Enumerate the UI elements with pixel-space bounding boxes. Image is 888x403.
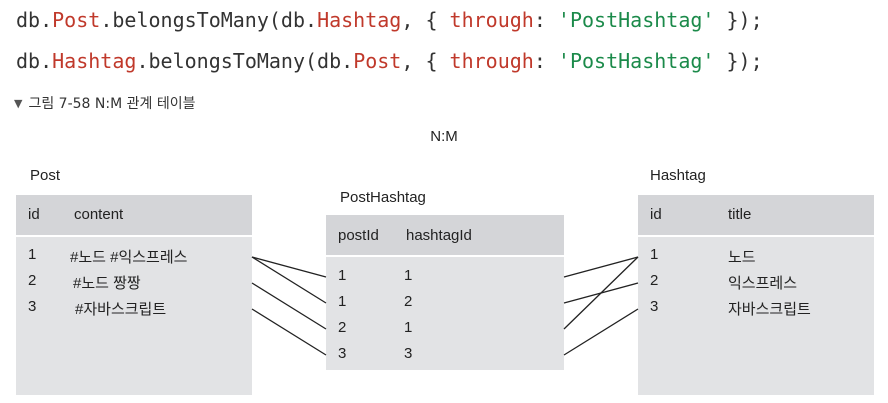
cell-id: 3 bbox=[28, 298, 37, 315]
code-model: Hashtag bbox=[52, 49, 137, 73]
table-row: 3 3 bbox=[326, 345, 564, 369]
code-dot: . bbox=[100, 8, 113, 32]
code-punct: : bbox=[533, 8, 558, 32]
post-table-title: Post bbox=[30, 167, 61, 184]
table-row: 1 #노드 #익스프레스 bbox=[16, 246, 252, 270]
code-punct: , { bbox=[401, 8, 450, 32]
code-method: belongsToMany(db. bbox=[112, 8, 318, 32]
code-line-1: db.Post.belongsToMany(db.Hashtag, { thro… bbox=[16, 8, 763, 32]
table-row: 1 노드 bbox=[638, 246, 874, 270]
link-post1-ph1 bbox=[251, 256, 327, 278]
post-table-header: id content bbox=[16, 195, 252, 235]
code-string: 'PostHashtag' bbox=[557, 8, 715, 32]
column-header-id: id bbox=[650, 206, 662, 223]
cell-id: 1 bbox=[28, 246, 37, 263]
hashtag-table: id title 1 노드 2 익스프레스 3 자바스크립트 bbox=[638, 195, 874, 395]
cell-title: 노드 bbox=[728, 249, 756, 266]
cell-postid: 1 bbox=[338, 293, 347, 310]
table-row: 3 #자바스크립트 bbox=[16, 298, 252, 322]
code-dot: . bbox=[136, 49, 149, 73]
cell-hashtagid: 1 bbox=[404, 267, 413, 284]
cell-content: #노드 짱짱 bbox=[73, 275, 141, 292]
cell-hashtagid: 1 bbox=[404, 319, 413, 336]
code-method: belongsToMany(db. bbox=[148, 49, 354, 73]
link-post2-ph3 bbox=[251, 282, 327, 330]
table-row: 2 1 bbox=[326, 319, 564, 343]
header-divider bbox=[326, 255, 564, 257]
code-dot: . bbox=[40, 8, 53, 32]
cell-content: #자바스크립트 bbox=[75, 301, 167, 318]
diagram-title: N:M bbox=[430, 128, 458, 145]
header-divider bbox=[638, 235, 874, 237]
code-punct: }); bbox=[714, 8, 763, 32]
table-row: 2 #노드 짱짱 bbox=[16, 272, 252, 296]
code-key: through bbox=[449, 49, 534, 73]
cell-postid: 2 bbox=[338, 319, 347, 336]
cell-id: 2 bbox=[28, 272, 37, 289]
table-row: 2 익스프레스 bbox=[638, 272, 874, 296]
code-dot: . bbox=[40, 49, 53, 73]
link-post3-ph4 bbox=[251, 308, 327, 356]
cell-id: 1 bbox=[650, 246, 659, 263]
cell-id: 2 bbox=[650, 272, 659, 289]
post-table: id content 1 #노드 #익스프레스 2 #노드 짱짱 3 #자바스크… bbox=[16, 195, 252, 395]
code-model: Post bbox=[52, 8, 101, 32]
figure-caption: ▼ 그림 7-58 N:M 관계 테이블 bbox=[14, 93, 195, 113]
column-header-id: id bbox=[28, 206, 40, 223]
code-punct: : bbox=[533, 49, 558, 73]
cell-postid: 1 bbox=[338, 267, 347, 284]
code-db: db bbox=[16, 49, 41, 73]
cell-hashtagid: 2 bbox=[404, 293, 413, 310]
link-ph4-hashtag3 bbox=[563, 308, 639, 356]
hashtag-table-header: id title bbox=[638, 195, 874, 235]
link-post1-ph2 bbox=[251, 256, 327, 304]
cell-content: #노드 #익스프레스 bbox=[70, 249, 188, 266]
posthashtag-table-header: postId hashtagId bbox=[326, 215, 564, 255]
link-ph1-hashtag1 bbox=[563, 256, 639, 278]
cell-id: 3 bbox=[650, 298, 659, 315]
code-db: db bbox=[16, 8, 41, 32]
column-header-title: title bbox=[728, 206, 752, 223]
table-row: 1 2 bbox=[326, 293, 564, 317]
chevron-down-icon: ▼ bbox=[14, 96, 23, 110]
header-divider bbox=[16, 235, 252, 237]
cell-title: 익스프레스 bbox=[728, 275, 798, 292]
cell-hashtagid: 3 bbox=[404, 345, 413, 362]
code-target: Hashtag bbox=[317, 8, 402, 32]
code-punct: }); bbox=[714, 49, 763, 73]
code-line-2: db.Hashtag.belongsToMany(db.Post, { thro… bbox=[16, 49, 763, 73]
cell-title: 자바스크립트 bbox=[728, 301, 811, 318]
code-string: 'PostHashtag' bbox=[557, 49, 715, 73]
link-ph3-hashtag1 bbox=[563, 256, 639, 330]
cell-postid: 3 bbox=[338, 345, 347, 362]
column-header-content: content bbox=[74, 206, 124, 223]
code-punct: , { bbox=[401, 49, 450, 73]
table-row: 1 1 bbox=[326, 267, 564, 291]
code-key: through bbox=[449, 8, 534, 32]
posthashtag-table: postId hashtagId 1 1 1 2 2 1 3 3 bbox=[326, 215, 564, 370]
hashtag-table-title: Hashtag bbox=[650, 167, 706, 184]
code-target: Post bbox=[353, 49, 402, 73]
column-header-postid: postId bbox=[338, 227, 379, 244]
caption-text: 그림 7-58 N:M 관계 테이블 bbox=[28, 96, 196, 112]
table-row: 3 자바스크립트 bbox=[638, 298, 874, 322]
column-header-hashtagid: hashtagId bbox=[406, 227, 472, 244]
posthashtag-table-title: PostHashtag bbox=[340, 189, 426, 206]
